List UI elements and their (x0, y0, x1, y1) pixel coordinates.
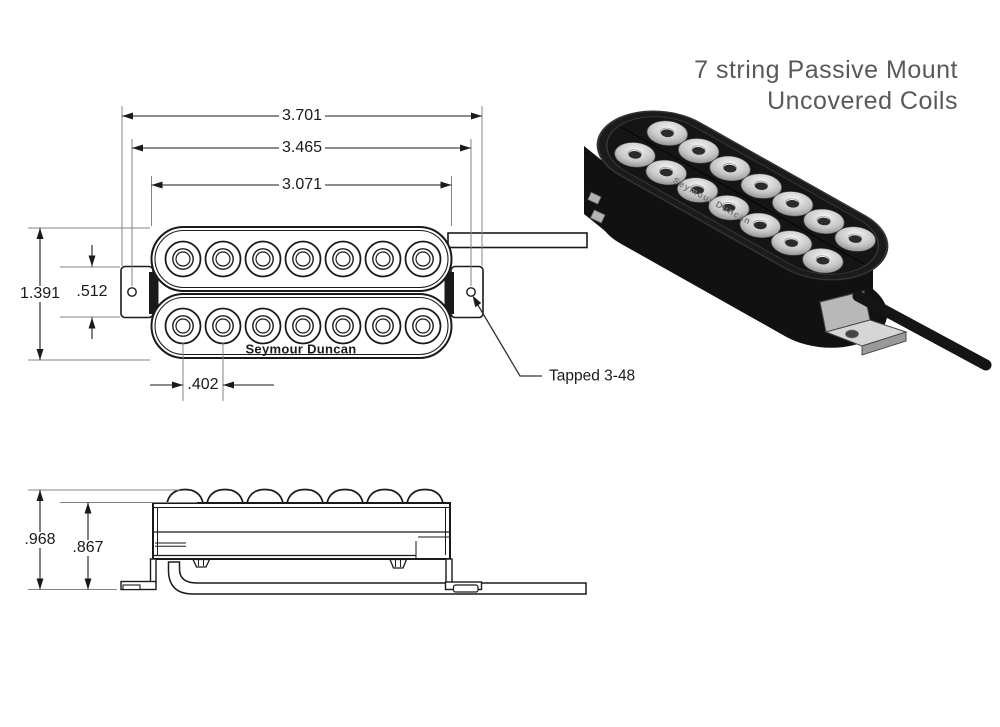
render-top-face (571, 94, 914, 297)
side-screw-right (389, 558, 408, 569)
brand-logo-front: Seymour Duncan (245, 341, 357, 357)
front-lead-wire (447, 232, 588, 249)
render-3d (571, 94, 992, 371)
render-mounting-bracket (819, 290, 908, 356)
bracket-screw-hole (845, 329, 859, 339)
side-body (152, 502, 451, 560)
dim-pole-spacing: .402 (184, 377, 222, 393)
title-line-2: Uncovered Coils (767, 87, 958, 115)
dim-side-overall-height: .968 (21, 532, 59, 548)
tapped-note: Tapped 3-48 (549, 367, 636, 385)
waist-spacer-left (149, 272, 159, 314)
dim-side-body-height: .867 (69, 540, 107, 556)
front-view-drawing (120, 226, 588, 359)
dim-overall-width: 3.701 (278, 108, 326, 124)
dim-mount-tab-height: .512 (76, 283, 108, 300)
mounting-ear-left (120, 265, 154, 319)
page-title: 7 string Passive Mount Uncovered Coils (694, 55, 958, 117)
side-view-drawing (120, 488, 587, 595)
render-left-end-tabs (587, 191, 606, 224)
render-cable (852, 290, 992, 371)
waist-spacer-right (444, 272, 454, 314)
dim-coil-width: 3.071 (278, 177, 326, 193)
dimension-arrows-front (36, 112, 482, 389)
side-baseplate (120, 558, 483, 593)
side-cable-conduit (167, 561, 587, 595)
dim-overall-height: 1.391 (16, 286, 64, 302)
title-line-1: 7 string Passive Mount (694, 56, 958, 84)
side-pole-domes (166, 488, 444, 504)
dim-mount-hole-span: 3.465 (278, 140, 326, 156)
mount-hole-right (466, 287, 476, 297)
mounting-ear-right (450, 265, 484, 319)
dimension-arrows-side (36, 490, 92, 590)
side-screw-left (191, 558, 211, 568)
tapped-leader-line (472, 295, 542, 377)
mount-hole-left (127, 287, 137, 297)
